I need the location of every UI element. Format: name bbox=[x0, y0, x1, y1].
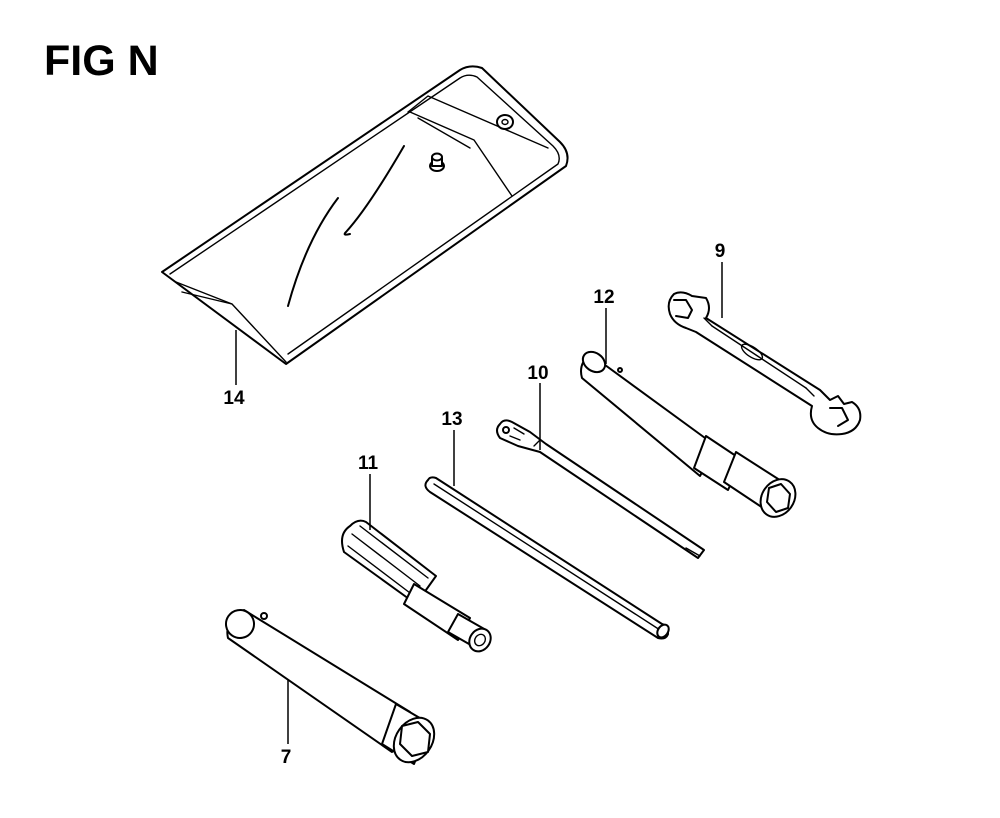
tool-bag-part bbox=[161, 65, 569, 365]
callout-14: 14 bbox=[223, 388, 245, 409]
box-wrench-12-part bbox=[580, 350, 797, 518]
callout-9: 9 bbox=[714, 241, 726, 262]
screwdriver-part bbox=[496, 419, 705, 559]
leader-lines bbox=[235, 262, 723, 744]
box-wrench-7-part bbox=[224, 609, 436, 765]
open-end-wrench-part bbox=[667, 291, 862, 436]
handle-part bbox=[341, 519, 492, 653]
callout-12: 12 bbox=[593, 287, 615, 308]
figure-title: FIG N bbox=[44, 37, 159, 85]
callout-7: 7 bbox=[280, 747, 292, 768]
bar-part bbox=[424, 476, 670, 640]
callout-13: 13 bbox=[441, 409, 463, 430]
callout-11: 11 bbox=[357, 453, 379, 474]
callout-10: 10 bbox=[527, 363, 549, 384]
